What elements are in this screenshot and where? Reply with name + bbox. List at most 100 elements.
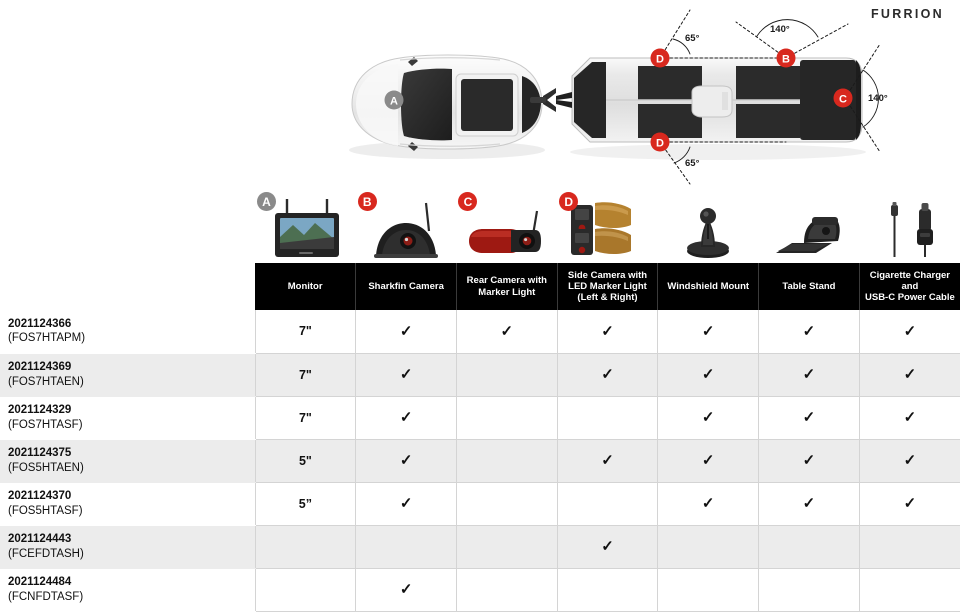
check-mark: ✓: [500, 322, 514, 340]
svg-text:C: C: [839, 93, 847, 105]
check-mark: ✓: [399, 581, 413, 598]
check-mark: ✓: [601, 322, 614, 340]
icon-badge-c: C: [458, 192, 478, 211]
check-mark: ✓: [601, 366, 614, 383]
check-mark: ✓: [903, 495, 917, 512]
compatibility-table: Monitor Sharkfin Camera Rear Camera with…: [0, 263, 960, 612]
row-sku-cell: 2021124366 (FOS7HTAPM): [0, 310, 256, 354]
coverage-diagram: A 65°: [0, 0, 960, 186]
sku-number: 2021124375: [8, 446, 72, 459]
svg-text:D: D: [656, 137, 664, 149]
cell-sharkfin-camera: ✓: [355, 396, 457, 440]
table-stand-icon: [775, 217, 840, 253]
table-row: 2021124443 (FCEFDTASH) ✓: [0, 525, 960, 569]
cell-side-camera: ✓: [557, 310, 659, 354]
cell-side-camera: [557, 482, 659, 526]
cell-table-stand: ✓: [758, 439, 860, 483]
cell-sharkfin-camera: ✓: [355, 353, 457, 397]
column-header-windshield-mount: Windshield Mount: [657, 263, 760, 310]
callout-badge-b: B: [776, 48, 796, 68]
cell-side-camera: ✓: [557, 525, 659, 569]
table-row: 2021124484 (FCNFDTASF) ✓: [0, 568, 960, 612]
row-sku-cell: 2021124443 (FCEFDTASH): [0, 525, 256, 569]
cell-side-camera: [557, 568, 659, 612]
svg-text:140°: 140°: [770, 24, 790, 35]
cell-windshield-mount: ✓: [657, 353, 760, 397]
table-row: 2021124366 (FOS7HTAPM) 7" ✓ ✓ ✓ ✓ ✓ ✓: [0, 310, 960, 354]
product-icon-strip: A B C: [255, 188, 960, 263]
svg-text:140°: 140°: [868, 93, 888, 104]
product-icon-cigarette-charger: [859, 188, 960, 263]
callout-badge-d-top: D: [650, 48, 670, 68]
cell-cigarette-charger: ✓: [859, 482, 960, 526]
row-sku-cell: 2021124370 (FOS5HTASF): [0, 482, 256, 526]
product-icon-sharkfin-camera: B: [356, 188, 457, 263]
cell-cigarette-charger: ✓: [859, 310, 960, 354]
row-sku-cell: 2021124369 (FOS7HTAEN): [0, 353, 256, 397]
row-sku-cell: 2021124329 (FOS7HTASF): [0, 396, 256, 440]
cell-sharkfin-camera: ✓: [355, 568, 457, 612]
cell-side-camera: ✓: [557, 353, 659, 397]
cell-rear-camera: [456, 525, 558, 569]
check-mark: ✓: [399, 495, 413, 512]
tow-vehicle-illustration: A: [349, 54, 545, 159]
check-mark: ✓: [802, 322, 816, 340]
table-row: 2021124370 (FOS5HTASF) 5” ✓ ✓ ✓ ✓: [0, 482, 960, 526]
sku-code: (FOS7HTAPM): [8, 332, 86, 345]
row-sku-cell: 2021124484 (FCNFDTASF): [0, 568, 256, 612]
cell-sharkfin-camera: ✓: [355, 439, 457, 483]
svg-text:65°: 65°: [685, 33, 700, 44]
sku-code: (FOS5HTASF): [8, 504, 83, 517]
product-icon-windshield-mount: [658, 188, 759, 263]
cell-table-stand: [758, 525, 860, 569]
cell-table-stand: ✓: [758, 396, 860, 440]
cell-cigarette-charger: [859, 525, 960, 569]
table-row: 2021124369 (FOS7HTAEN) 7" ✓ ✓ ✓ ✓ ✓: [0, 353, 960, 397]
check-mark: ✓: [802, 409, 816, 426]
table-row: 2021124375 (FOS5HTAEN) 5" ✓ ✓ ✓ ✓ ✓: [0, 439, 960, 483]
cell-cigarette-charger: [859, 568, 960, 612]
column-header-table-stand: Table Stand: [758, 263, 860, 310]
cell-rear-camera: [456, 396, 558, 440]
monitor-icon: [275, 199, 340, 257]
cell-cigarette-charger: ✓: [859, 353, 960, 397]
sku-number: 2021124366: [8, 317, 72, 330]
cell-monitor: 5”: [255, 482, 357, 526]
check-mark: ✓: [802, 495, 816, 512]
check-mark: ✓: [601, 538, 614, 555]
sku-code: (FOS7HTASF): [8, 418, 83, 431]
check-mark: ✓: [399, 409, 413, 426]
svg-text:D: D: [656, 53, 664, 65]
check-mark: ✓: [399, 322, 413, 340]
icon-badge-a: A: [257, 192, 276, 211]
icon-badge-d: D: [559, 192, 579, 211]
check-mark: ✓: [802, 452, 816, 469]
product-icon-side-camera: D: [557, 188, 658, 263]
hitch: [530, 88, 556, 112]
cell-monitor: 7": [255, 310, 357, 354]
cell-windshield-mount: [657, 525, 760, 569]
callout-badge-c: C: [833, 88, 853, 108]
icon-badge-b: B: [357, 192, 377, 211]
cell-rear-camera: ✓: [456, 310, 558, 354]
cigarette-charger-icon: [890, 202, 933, 257]
cell-windshield-mount: ✓: [657, 396, 760, 440]
check-mark: ✓: [399, 452, 413, 469]
cell-monitor: 7": [255, 396, 357, 440]
cell-monitor: [255, 525, 357, 569]
rear-camera-icon: [468, 210, 541, 253]
column-header-monitor: Monitor: [255, 263, 357, 310]
sku-code: (FOS7HTAEN): [8, 375, 84, 388]
check-mark: ✓: [701, 409, 715, 426]
cell-windshield-mount: ✓: [657, 482, 760, 526]
svg-text:65°: 65°: [685, 158, 700, 169]
svg-text:B: B: [782, 53, 790, 65]
check-mark: ✓: [399, 366, 413, 383]
sku-code: (FCEFDTASH): [8, 547, 84, 560]
cell-rear-camera: [456, 353, 558, 397]
angle-guides: 65° 140° 140° 65°: [659, 9, 888, 185]
cell-table-stand: ✓: [758, 353, 860, 397]
sharkfin-camera-icon: [374, 202, 439, 258]
